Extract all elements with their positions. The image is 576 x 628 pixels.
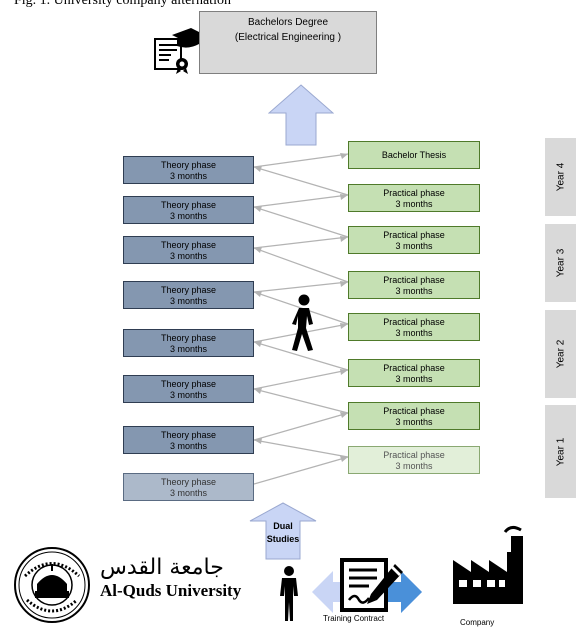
practical-phase-title: Practical phase <box>383 450 445 460</box>
practical-phase-title: Bachelor Thesis <box>381 150 447 160</box>
certificate-icon <box>154 28 207 74</box>
university-name-arabic: جامعة القدس <box>100 555 224 580</box>
theory-phase-duration: 3 months <box>169 251 208 261</box>
theory-phase-duration: 3 months <box>169 344 208 354</box>
up-arrow-degree <box>268 84 334 146</box>
degree-subtitle: (Electrical Engineering ) <box>234 32 342 43</box>
company-label: Company <box>460 618 495 627</box>
bachelors-degree-box: Bachelors Degree (Electrical Engineering… <box>199 11 377 74</box>
theory-phase-duration: 3 months <box>169 390 208 400</box>
theory-phase-duration: 3 months <box>169 296 208 306</box>
theory-phase-duration: 3 months <box>169 171 208 181</box>
practical-phase-duration: 3 months <box>395 199 433 209</box>
dual-studies-line2: Studies <box>266 534 300 544</box>
year-band-3: Year 3 <box>545 224 576 302</box>
theory-phase-title: Theory phase <box>160 430 217 440</box>
theory-phase-title: Theory phase <box>160 477 217 487</box>
bachelor-thesis-box: Bachelor Thesis <box>348 141 480 169</box>
theory-phase-title: Theory phase <box>160 200 217 210</box>
factory-icon <box>453 525 523 604</box>
theory-phase-title: Theory phase <box>160 333 217 343</box>
theory-phase-duration: 3 months <box>169 488 208 498</box>
practical-phase-title: Practical phase <box>383 230 445 240</box>
practical-phase-duration: 3 months <box>395 328 433 338</box>
practical-phase-duration: 3 months <box>395 374 433 384</box>
figure-caption: Fig. 1. University company alternation <box>14 0 231 8</box>
year-band-4: Year 4 <box>545 138 576 216</box>
person-walking-icon <box>292 294 313 351</box>
degree-title: Bachelors Degree <box>247 17 329 28</box>
person-standing-icon <box>280 566 298 621</box>
practical-phase-duration: 3 months <box>395 241 433 251</box>
practical-phase-title: Practical phase <box>383 406 445 416</box>
year-band-1: Year 1 <box>545 405 576 498</box>
contract-pen-icon <box>340 558 403 612</box>
practical-phase-title: Practical phase <box>383 363 445 373</box>
university-seal-icon <box>14 547 90 623</box>
dual-studies-label: Dual Studies <box>258 520 308 546</box>
theory-phase-duration: 3 months <box>169 441 208 451</box>
training-contract-label: Training Contract <box>323 614 385 623</box>
year-band-2: Year 2 <box>545 310 576 398</box>
practical-phase-duration: 3 months <box>395 286 433 296</box>
dual-studies-line1: Dual <box>273 521 293 531</box>
theory-phase-title: Theory phase <box>160 379 217 389</box>
theory-phase-title: Theory phase <box>160 240 217 250</box>
theory-phase-duration: 3 months <box>169 211 208 221</box>
practical-phase-duration: 3 months <box>395 417 433 427</box>
practical-phase-duration: 3 months <box>395 461 433 471</box>
practical-phase-title: Practical phase <box>383 188 445 198</box>
practical-phase-title: Practical phase <box>383 275 445 285</box>
university-name-english: Al-Quds University <box>100 581 242 600</box>
dual-studies-arrow <box>249 502 317 560</box>
practical-phase-title: Practical phase <box>383 317 445 327</box>
theory-phase-title: Theory phase <box>160 285 217 295</box>
theory-phase-title: Theory phase <box>160 160 217 170</box>
